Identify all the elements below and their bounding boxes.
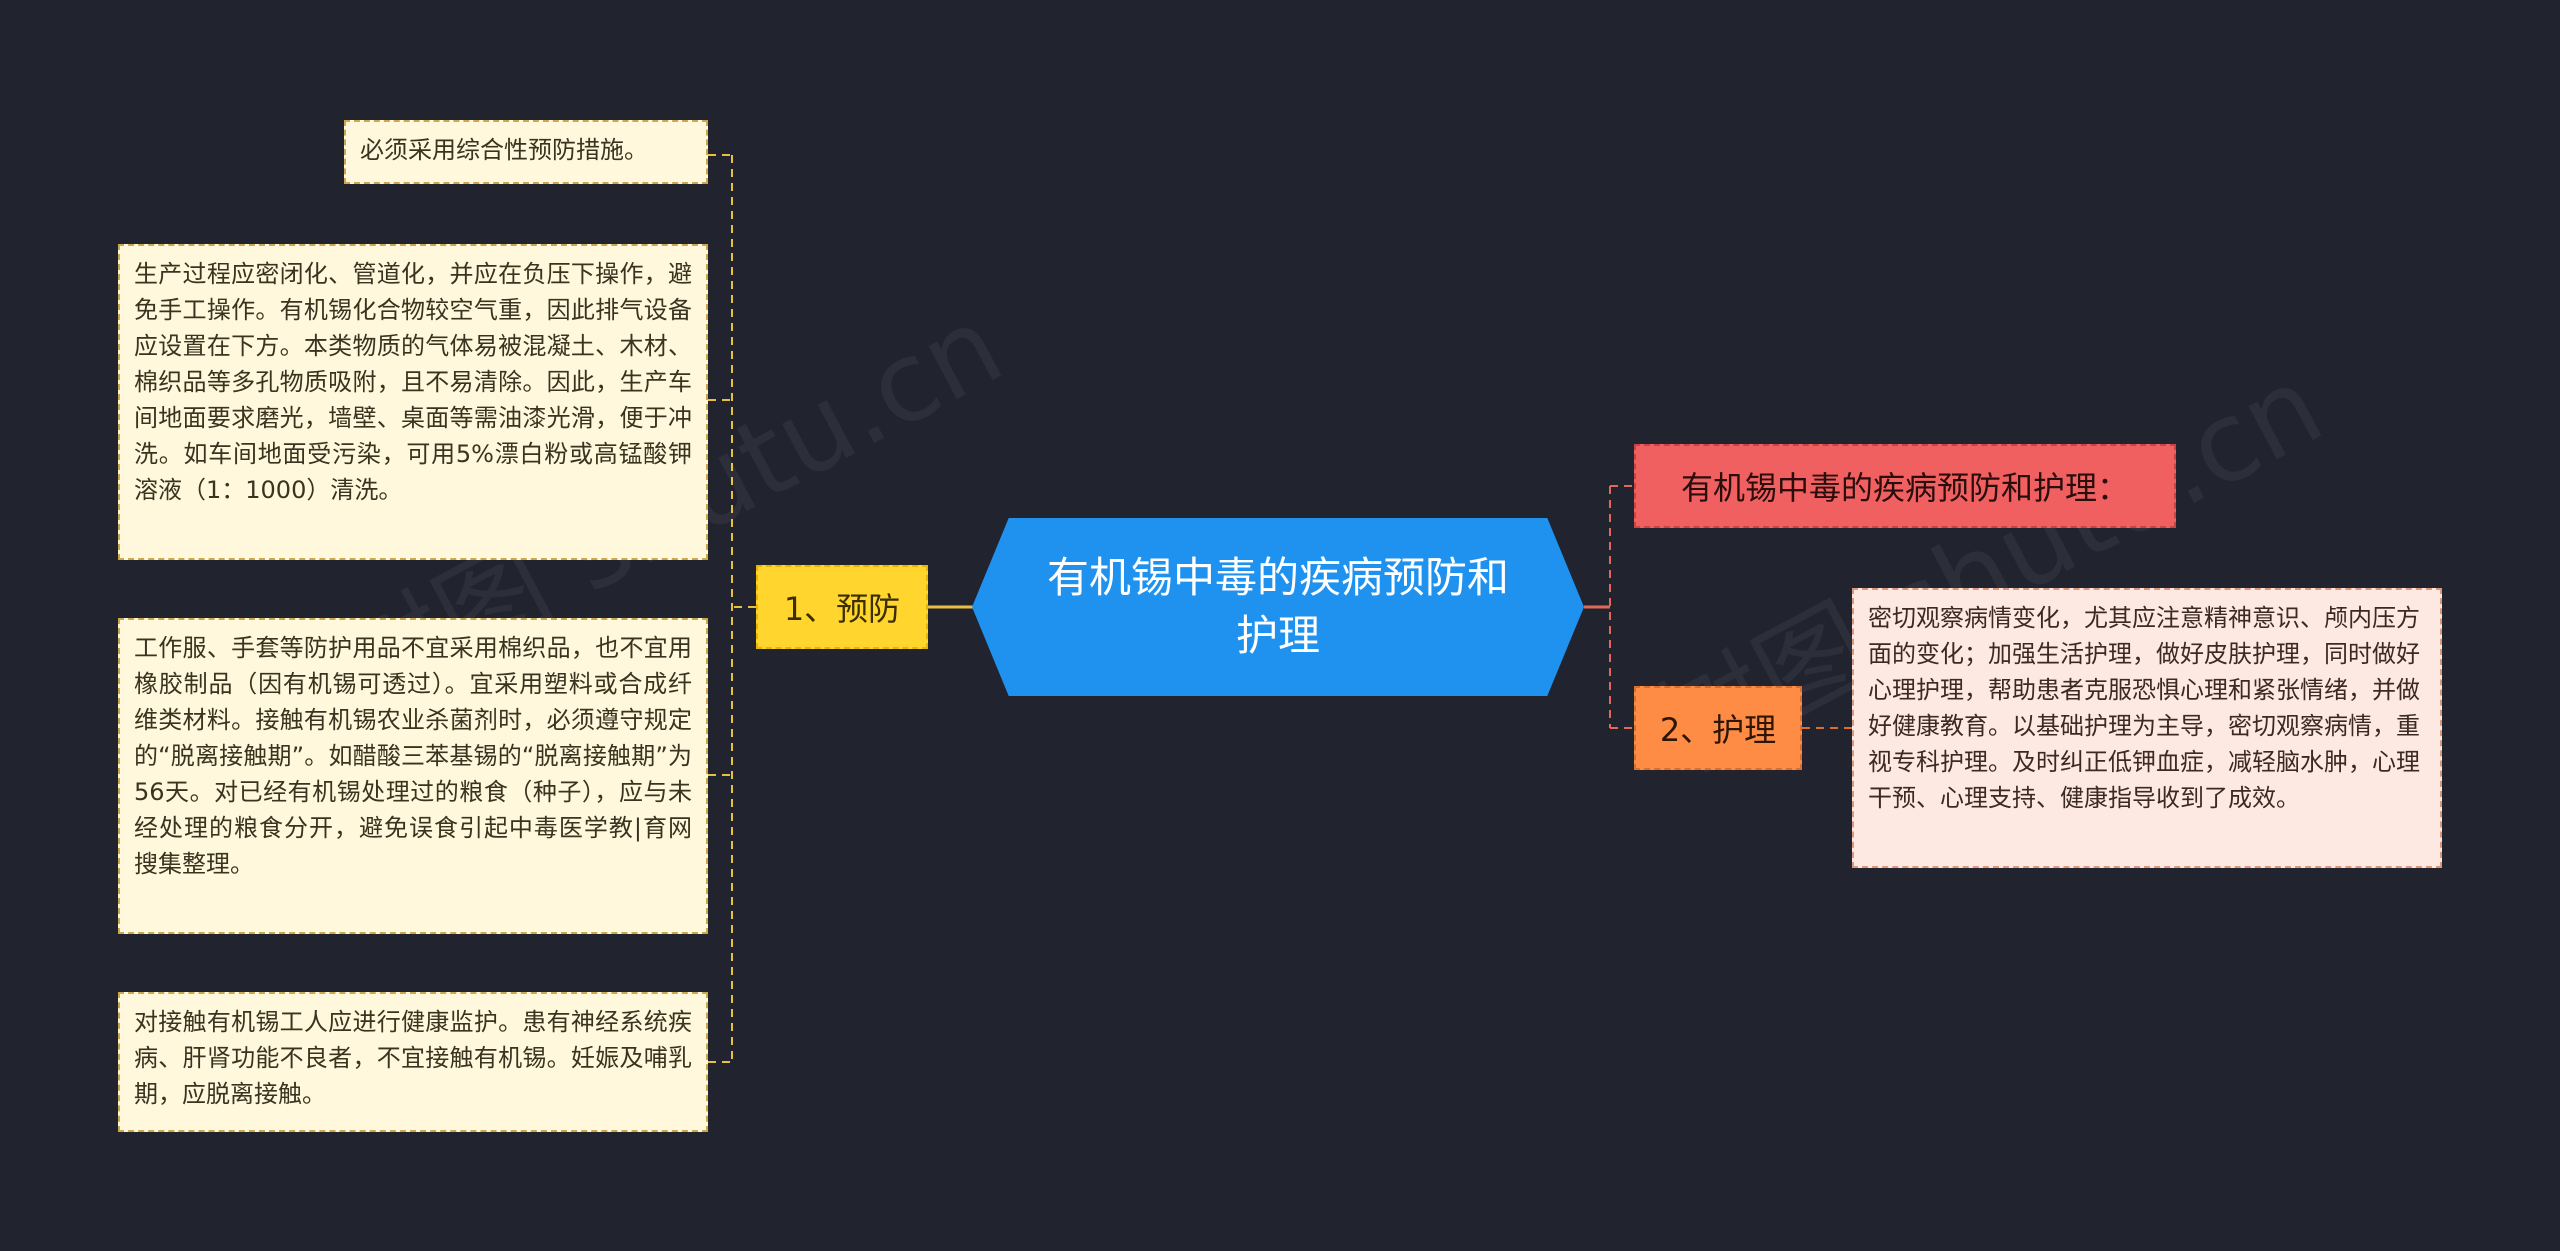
central-topic[interactable]: 有机锡中毒的疾病预防和护理: [972, 518, 1584, 696]
branch-care[interactable]: 2、护理: [1634, 686, 1802, 770]
branch-prevention[interactable]: 1、预防: [756, 565, 928, 649]
prevention-leaf-4: 对接触有机锡工人应进行健康监护。患有神经系统疾病、肝肾功能不良者，不宜接触有机锡…: [118, 992, 708, 1132]
prevention-leaf-2: 生产过程应密闭化、管道化，并应在负压下操作，避免手工操作。有机锡化合物较空气重，…: [118, 244, 708, 560]
prevention-leaf-1: 必须采用综合性预防措施。: [344, 120, 708, 184]
branch-summary-heading[interactable]: 有机锡中毒的疾病预防和护理：: [1634, 444, 2176, 528]
connector-right-trunk: [1609, 485, 1634, 729]
care-leaf: 密切观察病情变化，尤其应注意精神意识、颅内压方面的变化；加强生活护理，做好皮肤护…: [1852, 588, 2442, 868]
prevention-leaf-3: 工作服、手套等防护用品不宜采用棉织品，也不宜用橡胶制品（因有机锡可透过）。宜采用…: [118, 618, 708, 934]
connector-prevention-trunk: [731, 155, 756, 1062]
